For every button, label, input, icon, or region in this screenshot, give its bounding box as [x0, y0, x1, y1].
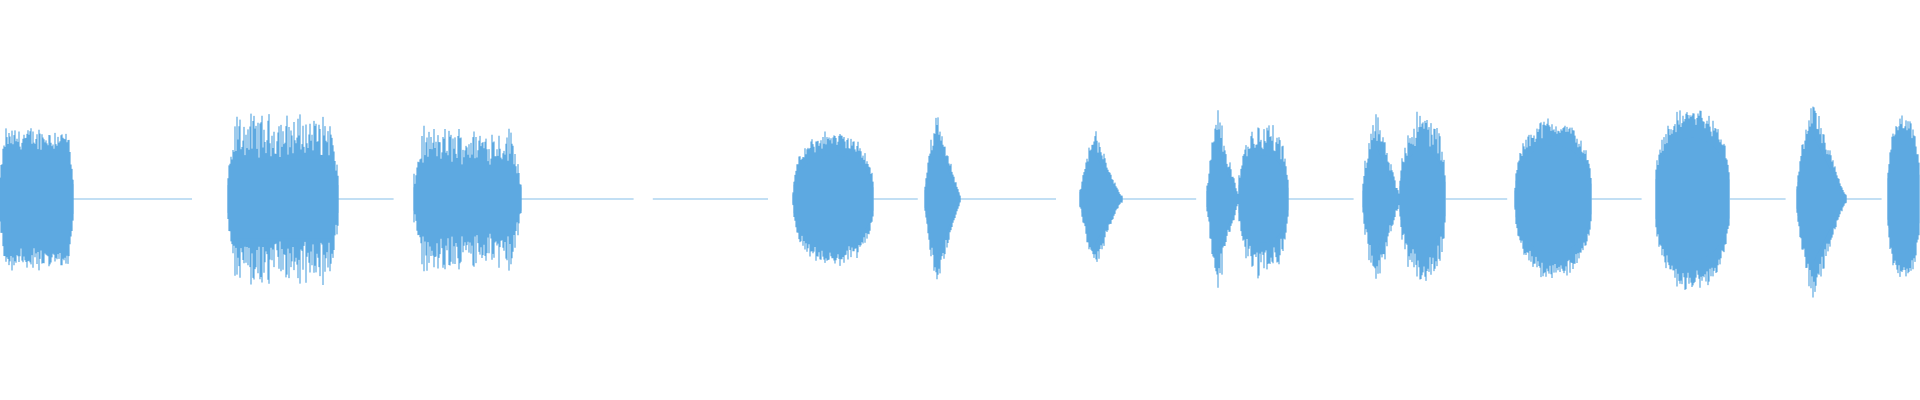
audio-segment [1206, 110, 1240, 288]
waveform-core [1206, 147, 1240, 251]
audio-segment [1079, 131, 1123, 262]
waveform-core [1079, 152, 1123, 246]
waveform-core [1238, 155, 1289, 243]
audio-segment [924, 117, 961, 280]
waveform-core [1514, 145, 1592, 253]
waveform-core [1887, 144, 1920, 254]
waveform-core [792, 155, 874, 243]
audio-segment [1238, 125, 1289, 279]
waveform-core [0, 156, 74, 242]
audio-segment [1514, 118, 1592, 278]
audio-segment [1796, 106, 1847, 298]
audio-segment [1655, 110, 1730, 290]
audio-segments-layer [0, 106, 1920, 298]
waveform-core [1655, 137, 1730, 261]
waveform-core [413, 165, 522, 233]
waveform-core [1796, 135, 1847, 263]
waveform-core [227, 159, 339, 239]
audio-segment [1362, 114, 1401, 279]
audio-segment [1887, 115, 1920, 277]
waveform-core [924, 141, 961, 257]
audio-segment [227, 113, 339, 285]
waveform-core [1399, 150, 1446, 248]
audio-segment [413, 125, 522, 272]
audio-segment [1399, 111, 1446, 281]
audio-segment [0, 128, 74, 271]
audio-segment [792, 131, 874, 266]
waveform-core [1362, 145, 1401, 253]
